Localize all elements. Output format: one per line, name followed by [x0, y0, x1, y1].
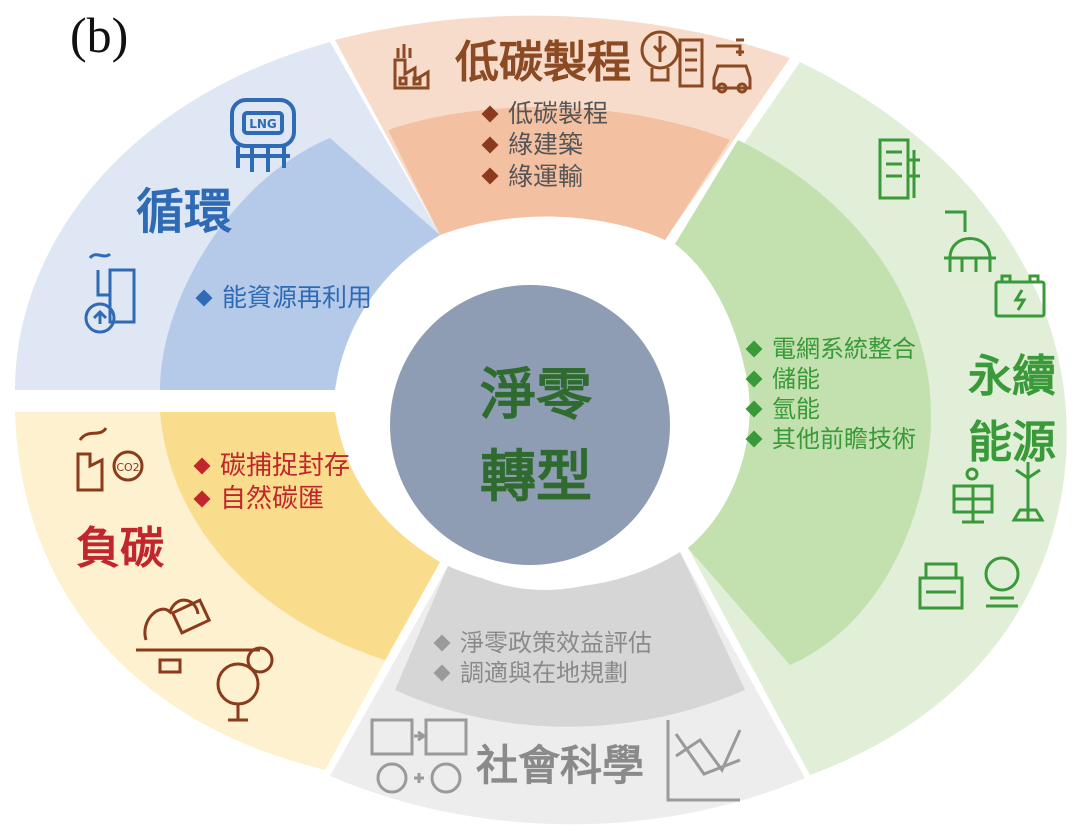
social-title: 社會科學 [476, 741, 645, 790]
low-carbon-inner-segment [388, 107, 730, 240]
low-carbon-list: 低碳製程 綠建築 綠運輸 [481, 98, 608, 192]
negative-carbon-item: 碳捕捉封存 [193, 450, 350, 483]
renewable-item: 氫能 [745, 394, 916, 424]
bulb-icon [640, 30, 704, 88]
renewable-title-line2: 能源 [968, 417, 1056, 468]
center-circle [390, 285, 670, 565]
social-list: 淨零政策效益評估 調適與在地規劃 [433, 628, 652, 688]
center-title-line2: 轉型 [480, 445, 592, 510]
recycle-icon [84, 252, 136, 334]
wind-turbine-icon [1011, 462, 1045, 522]
social-inner-segment [395, 552, 745, 727]
building-icon [878, 138, 920, 200]
low-carbon-item: 綠運輸 [481, 161, 608, 192]
city-transition-icon [370, 718, 468, 794]
renewable-item: 儲能 [745, 364, 916, 394]
negative-carbon-title: 負碳 [76, 523, 164, 574]
carbon-capture-icon [136, 598, 260, 674]
power-plant-icon [918, 556, 1020, 610]
renewable-list: 電網系統整合 儲能 氫能 其他前瞻技術 [745, 334, 916, 454]
renewable-item: 電網系統整合 [745, 334, 916, 364]
renewable-item: 其他前瞻技術 [745, 424, 916, 454]
low-carbon-item: 低碳製程 [481, 98, 608, 129]
negative-carbon-list: 碳捕捉封存 自然碳匯 [193, 450, 350, 516]
social-item: 淨零政策效益評估 [433, 628, 652, 658]
low-carbon-title: 低碳製程 [455, 37, 631, 88]
circular-title: 循環 [136, 184, 233, 240]
co2-factory-icon: CO2 [76, 427, 144, 492]
negative-carbon-inner-segment [160, 412, 440, 660]
renewable-title-line1: 永續 [968, 351, 1056, 402]
low-carbon-item: 綠建築 [481, 129, 608, 160]
car-icon [712, 38, 752, 94]
center-title-line1: 淨零 [480, 363, 592, 428]
svg-text:CO2: CO2 [116, 461, 139, 474]
circular-item: 能資源再利用 [195, 282, 372, 313]
solar-panel-icon [952, 467, 994, 524]
lng-icon-text: LNG [249, 117, 277, 131]
hydrogen-tank-icon [944, 210, 996, 272]
negative-carbon-item: 自然碳匯 [193, 483, 350, 516]
battery-icon [994, 274, 1046, 318]
social-item: 調適與在地規劃 [433, 658, 652, 688]
circular-inner-segment [160, 138, 440, 390]
lng-tank-icon: LNG [230, 98, 296, 172]
circular-list: 能資源再利用 [195, 282, 372, 313]
tree-co2-icon [216, 646, 274, 722]
trend-chart-icon [666, 720, 742, 802]
renewable-inner-segment [675, 140, 932, 665]
figure-label: (b) [70, 7, 129, 63]
factory-icon [393, 44, 430, 90]
